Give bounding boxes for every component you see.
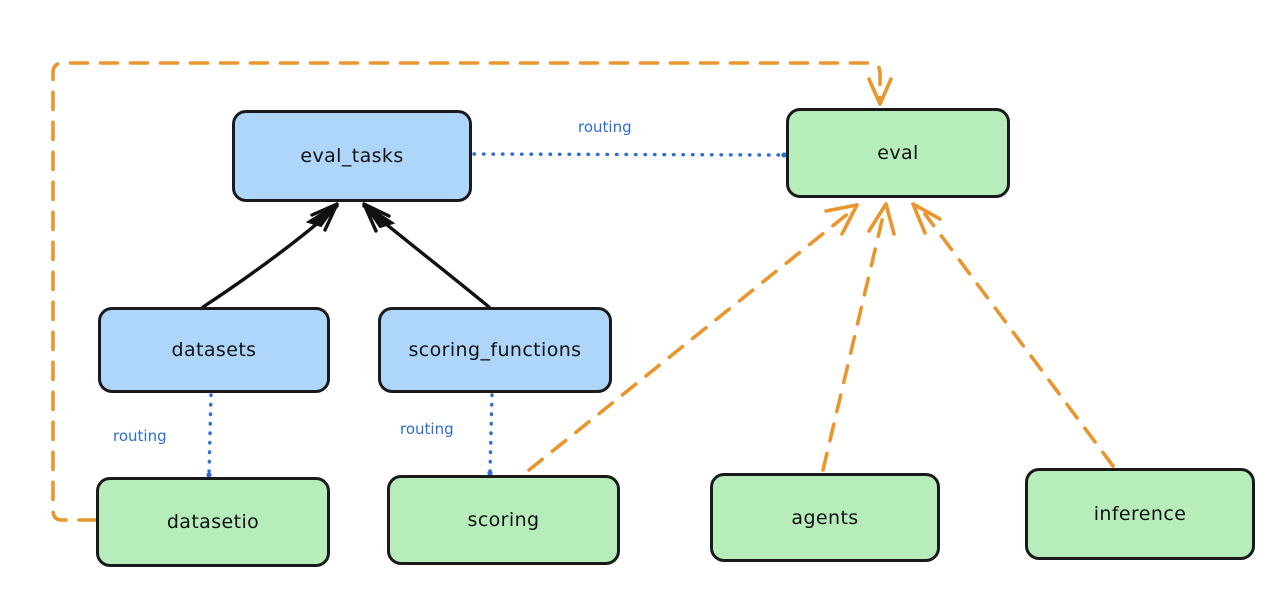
node-inference-label: inference	[1093, 503, 1187, 525]
node-scoring-functions-label: scoring_functions	[408, 339, 582, 361]
edge-scoring-functions-to-scoring-routing	[487, 393, 494, 476]
edge-datasetio-to-eval	[51, 61, 893, 522]
node-agents-label: agents	[791, 506, 859, 529]
edge-label-routing-scoring-functions-scoring: routing	[400, 420, 454, 438]
node-datasetio-label: datasetio	[166, 511, 260, 533]
edge-label-routing-datasets-datasetio: routing	[113, 427, 167, 445]
node-inference[interactable]: inference	[1025, 468, 1255, 560]
edge-inference-to-eval	[911, 202, 1115, 468]
node-agents[interactable]: agents	[710, 473, 940, 562]
edge-agents-to-eval	[821, 202, 896, 472]
edge-datasets-to-datasetio-routing	[206, 393, 213, 478]
node-eval-tasks-label: eval_tasks	[300, 145, 404, 167]
edge-scoring-functions-to-eval-tasks	[362, 202, 491, 309]
node-eval[interactable]: eval	[786, 108, 1010, 198]
node-datasets[interactable]: datasets	[98, 307, 330, 393]
node-scoring[interactable]: scoring	[387, 475, 620, 565]
node-eval-tasks[interactable]: eval_tasks	[232, 110, 472, 202]
node-eval-label: eval	[877, 142, 919, 164]
node-scoring-label: scoring	[467, 509, 540, 531]
edge-eval-tasks-to-eval-routing	[472, 152, 787, 158]
node-scoring-functions[interactable]: scoring_functions	[378, 307, 612, 393]
edge-label-routing-eval-tasks-eval: routing	[578, 118, 632, 136]
node-datasetio[interactable]: datasetio	[96, 477, 330, 567]
edge-datasets-to-eval-tasks	[201, 202, 339, 309]
edge-scoring-to-eval	[527, 203, 859, 472]
node-datasets-label: datasets	[171, 339, 257, 361]
